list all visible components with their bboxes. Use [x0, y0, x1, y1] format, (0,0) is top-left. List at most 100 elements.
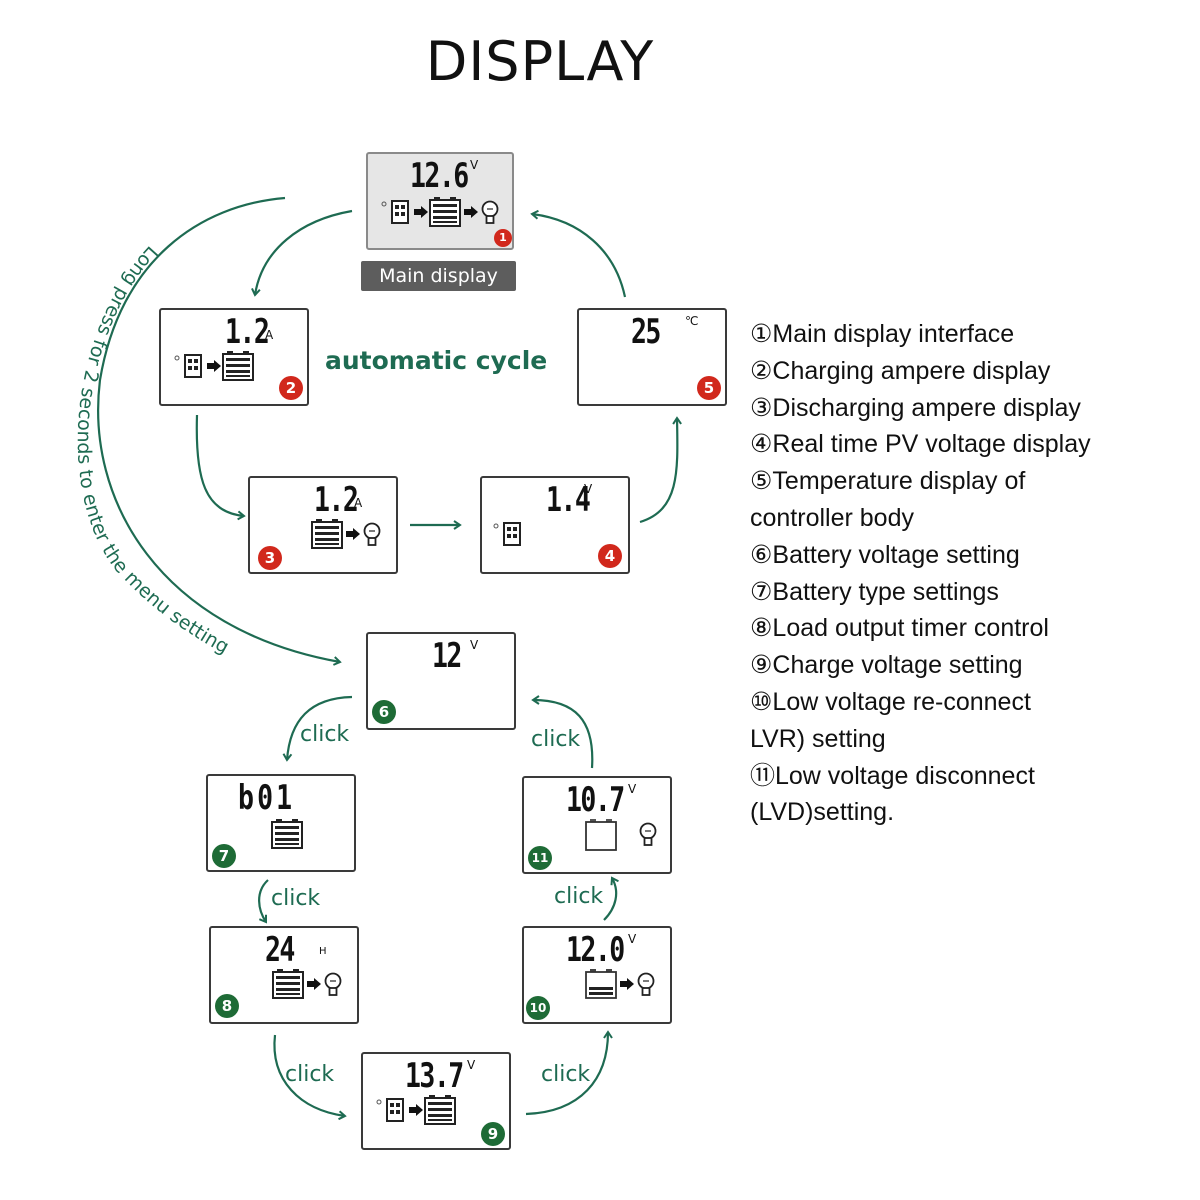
solar-panel-icon [493, 522, 521, 546]
solar-panel-icon [376, 1098, 404, 1122]
legend-item: ⑪Low voltage disconnect [750, 761, 1035, 790]
screen-unit: V [628, 932, 637, 946]
screen-unit: V [628, 782, 637, 796]
screen-unit: ℃ [685, 314, 699, 328]
screen-number-badge: 9 [481, 1122, 505, 1146]
screen-number-badge: 5 [697, 376, 721, 400]
arrow-long-press [97, 196, 342, 666]
bulb-icon [639, 822, 657, 846]
screen-number-badge: 1 [494, 229, 512, 247]
screen-reading: 1.2 [314, 480, 359, 520]
arrow-7-to-8 [258, 879, 269, 924]
lcd-screen-7: b01 7 [206, 774, 356, 872]
click-label-11-to-6: click [531, 727, 581, 752]
legend-item: ④Real time PV voltage display [750, 430, 1091, 459]
lcd-screen-11: 10.7 V 11 [522, 776, 672, 874]
screen-number-badge: 11 [528, 846, 552, 870]
legend: ①Main display interface ②Charging ampere … [750, 316, 1190, 831]
lcd-screen-6: 12 V 6 [366, 632, 516, 730]
bulb-icon [637, 972, 655, 996]
screen-unit: A [354, 496, 363, 510]
arrow-1-to-2 [251, 209, 353, 297]
lcd-screen-5: 25 ℃ 5 [577, 308, 727, 406]
arrow-icon [414, 206, 428, 218]
screen-unit: A [265, 328, 274, 342]
arrow-icon [620, 978, 634, 990]
click-label-6-to-7: click [300, 722, 350, 747]
screen-number-badge: 7 [212, 844, 236, 868]
screen-reading: 12.6 [410, 156, 469, 196]
screen-unit: V [467, 1058, 476, 1072]
screen-number-badge: 4 [598, 544, 622, 568]
battery-icon [222, 351, 254, 381]
legend-item: ⑧Load output timer control [750, 614, 1049, 643]
arrow-icon [409, 1104, 423, 1116]
screen-reading: 13.7 [405, 1056, 464, 1096]
screen-unit: V [584, 482, 593, 496]
click-label-7-to-8: click [271, 886, 321, 911]
legend-item: ②Charging ampere display [750, 356, 1051, 385]
screen-reading: b01 [238, 778, 296, 818]
solar-panel-icon [174, 354, 202, 378]
arrow-5-to-1 [530, 209, 627, 298]
main-display-label: Main display [361, 261, 516, 291]
legend-item: ⑩Low voltage re-connect [750, 687, 1031, 716]
legend-item: ⑤Temperature display of [750, 467, 1026, 496]
screen-reading: 1.2 [225, 312, 270, 352]
legend-item: ①Main display interface [750, 320, 1015, 348]
screen-reading: 12.0 [566, 930, 625, 970]
legend-item: ③Discharging ampere display [750, 393, 1081, 422]
screen-unit: V [470, 638, 479, 652]
arrow-icon [307, 978, 321, 990]
lcd-screen-8: 24 H 8 [209, 926, 359, 1024]
legend-item: ⑨Charge voltage setting [750, 651, 1023, 680]
lcd-screen-2: 1.2 A 2 [159, 308, 309, 406]
lcd-screen-4: 1.4 V 4 [480, 476, 630, 574]
click-label-8-to-9: click [285, 1062, 335, 1087]
screen-reading: 1.4 [546, 480, 591, 520]
screen-reading: 24 [265, 930, 295, 970]
long-press-label: Long press for 2 seconds to enter the me… [73, 242, 233, 659]
click-label-10-to-11: click [554, 884, 604, 909]
arrow-icon [207, 360, 221, 372]
battery-icon [271, 819, 303, 849]
screen-number-badge: 10 [526, 996, 550, 1020]
legend-item: (LVD)setting. [750, 798, 895, 827]
legend-item: LVR) setting [750, 724, 886, 753]
battery-icon [424, 1095, 456, 1125]
screen-reading: 25 [631, 312, 661, 352]
battery-icon [429, 197, 461, 227]
battery-icon [272, 969, 304, 999]
solar-panel-icon [381, 200, 409, 224]
bulb-icon [481, 200, 499, 224]
page-title: DISPLAY [425, 30, 655, 93]
bulb-icon [363, 522, 381, 546]
automatic-cycle-label: automatic cycle [325, 346, 548, 375]
legend-item: ⑦Battery type settings [750, 577, 999, 606]
screen-reading: 12 [432, 636, 462, 676]
arrow-icon [346, 528, 360, 540]
battery-low-icon [585, 969, 617, 999]
screen-number-badge: 8 [215, 994, 239, 1018]
click-label-9-to-10: click [541, 1062, 591, 1087]
lcd-screen-3: 1.2 A 3 [248, 476, 398, 574]
screen-number-badge: 3 [258, 546, 282, 570]
lcd-screen-10: 12.0 V 10 [522, 926, 672, 1024]
arrow-icon [464, 206, 478, 218]
legend-item: controller body [750, 503, 914, 532]
screen-unit: H [319, 946, 327, 957]
lcd-screen-9: 13.7 V 9 [361, 1052, 511, 1150]
arrow-10-to-11 [603, 876, 619, 921]
battery-empty-icon [585, 819, 617, 851]
screen-number-badge: 6 [372, 700, 396, 724]
lcd-screen-1: 12.6 V 1 [366, 152, 514, 250]
bulb-icon [324, 972, 342, 996]
screen-number-badge: 2 [279, 376, 303, 400]
screen-reading: 10.7 [566, 780, 625, 820]
legend-item: ⑥Battery voltage setting [750, 540, 1020, 569]
screen-unit: V [470, 158, 479, 172]
battery-icon [311, 519, 343, 549]
arrow-4-to-5 [639, 416, 682, 524]
arrow-2-to-3 [195, 414, 246, 521]
